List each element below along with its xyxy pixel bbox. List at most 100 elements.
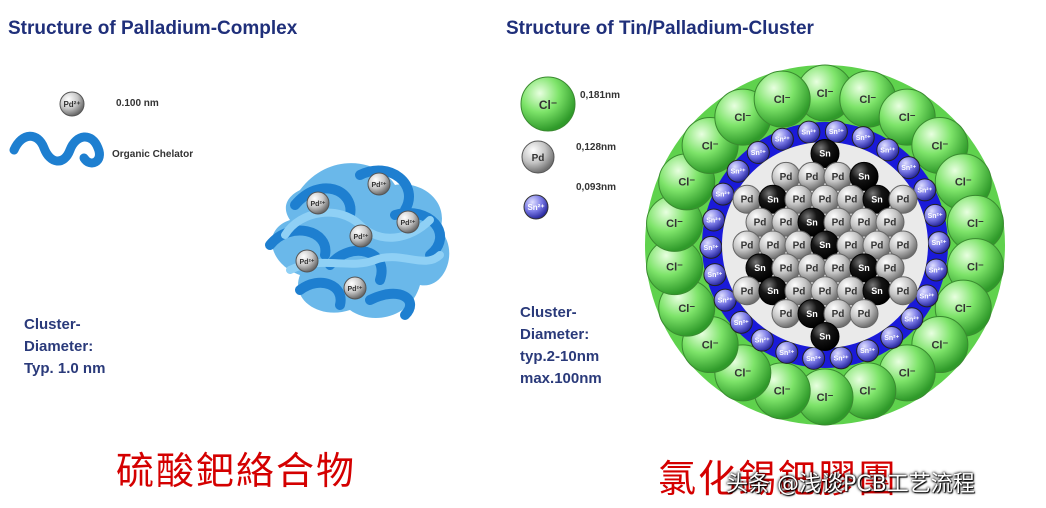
tin-ion-atom-label: Sn²⁺	[731, 169, 746, 176]
chlorine-atom-label: Cl⁻	[678, 177, 695, 189]
diameter-line: Diameter:	[24, 338, 94, 355]
chlorine-atom-label: Cl⁻	[734, 112, 751, 124]
tin-atom: Sn	[797, 207, 827, 237]
palladium-atom: Pd	[888, 230, 918, 260]
tin-ion-atom-label: Sn²⁺	[706, 217, 721, 224]
palladium-complex-panel: Structure of Palladium-Complex Pd²⁺ 0.10…	[0, 0, 490, 508]
chlorine-atom-label: Cl⁻	[967, 261, 984, 273]
tin-palladium-cluster-diagram: Cl⁻ 0,181nm Pd 0,128nm Sn²⁺ 0,093nm Cl⁻C…	[520, 64, 1005, 426]
palladium-atom-label: Pd	[819, 195, 832, 206]
tin-ion-atom: Sn²⁺	[713, 288, 737, 312]
chlorine-atom-label: Cl⁻	[666, 261, 683, 273]
legend-palladium-size: 0,128nm	[576, 142, 616, 153]
palladium-atom-label: Pd	[897, 241, 910, 252]
palladium-atom-label: Pd	[780, 263, 793, 274]
cluster-pd-label: Pd²⁺	[311, 201, 326, 208]
tin-ion-atom-label: Sn²⁺	[880, 147, 895, 154]
tin-ion-atom: Sn²⁺	[699, 235, 723, 259]
palladium-complex-caption: 硫酸鈀絡合物	[116, 449, 357, 493]
chlorine-atom: Cl⁻	[646, 238, 704, 296]
palladium-atom-label: Pd	[897, 286, 910, 297]
palladium-atom-label: Pd	[806, 172, 819, 183]
tin-ion-atom-label: Sn²⁺	[917, 187, 932, 194]
palladium-atom: Pd	[823, 253, 853, 283]
watermark: 头条 @浅谈PCB工艺流程	[726, 472, 975, 497]
tin-ion-atom-label: Sn²⁺	[755, 338, 770, 345]
diameter-line: max.100nm	[520, 370, 602, 387]
tin-palladium-cluster-caption: 氯化錫鈀膠團	[658, 457, 899, 501]
palladium-atom-label: Pd	[832, 172, 845, 183]
tin-ion-atom: Sn²⁺	[750, 328, 774, 352]
palladium-atom-label: Pd	[845, 286, 858, 297]
tin-ion-atom-label: Sn²⁺	[929, 267, 944, 274]
chlorine-atom: Cl⁻	[796, 368, 854, 426]
chlorine-atom-label: Cl⁻	[817, 392, 834, 404]
palladium-atom: Pd	[810, 184, 840, 214]
tin-ion-atom: Sn²⁺	[876, 138, 900, 162]
tin-ion-atom-label: Sn²⁺	[834, 355, 849, 362]
tin-ion-atom-label: Sn²⁺	[806, 356, 821, 363]
tin-ion-atom-label: Sn²⁺	[928, 213, 943, 220]
palladium-atom-label: Pd	[741, 195, 754, 206]
palladium-atom-label: Pd	[832, 263, 845, 274]
legend-palladium: Pd	[521, 140, 555, 174]
chlorine-atom-label: Cl⁻	[859, 94, 876, 106]
tin-ion-atom: Sn²⁺	[824, 120, 848, 144]
chlorine-atom-label: Cl⁻	[967, 218, 984, 230]
palladium-atom-label: Pd	[793, 286, 806, 297]
palladium-atom-label: Pd	[780, 309, 793, 320]
tin-ion-atom: Sn²⁺	[880, 325, 904, 349]
tin-ion-atom-label: Sn²⁺	[860, 348, 875, 355]
tin-palladium-cluster-diameter: Cluster- Diameter: typ.2-10nm max.100nm	[520, 302, 602, 390]
cluster-pd-label: Pd²⁺	[354, 234, 369, 241]
palladium-atom: Pd	[888, 276, 918, 306]
tin-ion-atom: Sn²⁺	[775, 340, 799, 364]
chlorine-atom-label: Cl⁻	[702, 339, 719, 351]
tin-ion-atom-label: Sn²⁺	[856, 135, 871, 142]
tin-palladium-cluster: Cl⁻Cl⁻Cl⁻Cl⁻Cl⁻Cl⁻Cl⁻Cl⁻Cl⁻Cl⁻Cl⁻Cl⁻Cl⁻C…	[645, 64, 1005, 426]
tin-atom-label: Sn	[858, 263, 870, 273]
palladium-atom-label: Pd	[897, 195, 910, 206]
legend-chlorine: Cl⁻	[520, 76, 576, 132]
tin-ion-atom: Sn²⁺	[851, 126, 875, 150]
palladium-atom-label: Pd	[845, 241, 858, 252]
palladium-atom: Pd	[771, 299, 801, 329]
tin-ion-atom-label: Sn²⁺	[904, 316, 919, 323]
cluster-pd-label: Pd²⁺	[300, 259, 315, 266]
tin-ion-atom-label: Sn²⁺	[801, 130, 816, 137]
chlorine-atom-label: Cl⁻	[678, 303, 695, 315]
palladium-complex-cluster: Pd²⁺ Pd²⁺ Pd²⁺ Pd²⁺ Pd²⁺ Pd²⁺	[265, 163, 450, 320]
tin-atom: Sn	[810, 230, 840, 260]
tin-atom: Sn	[810, 322, 840, 352]
tin-ion-atom: Sn²⁺	[900, 307, 924, 331]
legend-tin-ion-size: 0,093nm	[576, 182, 616, 193]
palladium-atom-label: Pd	[819, 286, 832, 297]
tin-ion-atom: Sn²⁺	[703, 263, 727, 287]
palladium-atom-label: Pd	[858, 218, 871, 229]
tin-ion-atom-label: Sn²⁺	[704, 245, 719, 252]
diameter-line: Diameter:	[520, 326, 590, 343]
tin-atom-label: Sn	[871, 286, 883, 296]
tin-atom-label: Sn	[806, 309, 818, 319]
palladium-atom-label: Pd	[780, 218, 793, 229]
palladium-atom: Pd	[875, 207, 905, 237]
chlorine-atom-label: Cl⁻	[734, 368, 751, 380]
tin-atom-label: Sn	[871, 194, 883, 204]
tin-ion-atom-label: Sn²⁺	[779, 350, 794, 357]
tin-ion-atom: Sn²⁺	[913, 178, 937, 202]
legend-chelator-wave	[9, 131, 104, 168]
chlorine-atom-label: Cl⁻	[931, 339, 948, 351]
legend-chelator-label: Organic Chelator	[112, 149, 193, 160]
tin-ion-atom: Sn²⁺	[829, 346, 853, 370]
tin-ion-atom: Sn²⁺	[702, 208, 726, 232]
palladium-atom-label: Pd	[780, 172, 793, 183]
tin-palladium-cluster-title: Structure of Tin/Palladium-Cluster	[506, 18, 814, 39]
tin-ion-atom-label: Sn²⁺	[707, 272, 722, 279]
tin-atom: Sn	[862, 184, 892, 214]
tin-atom-label: Sn	[858, 172, 870, 182]
palladium-atom-label: Pd	[793, 195, 806, 206]
chlorine-atom-label: Cl⁻	[702, 140, 719, 152]
palladium-atom: Pd	[888, 184, 918, 214]
tin-atom-label: Sn	[819, 149, 831, 159]
palladium-atom-label: Pd	[832, 309, 845, 320]
